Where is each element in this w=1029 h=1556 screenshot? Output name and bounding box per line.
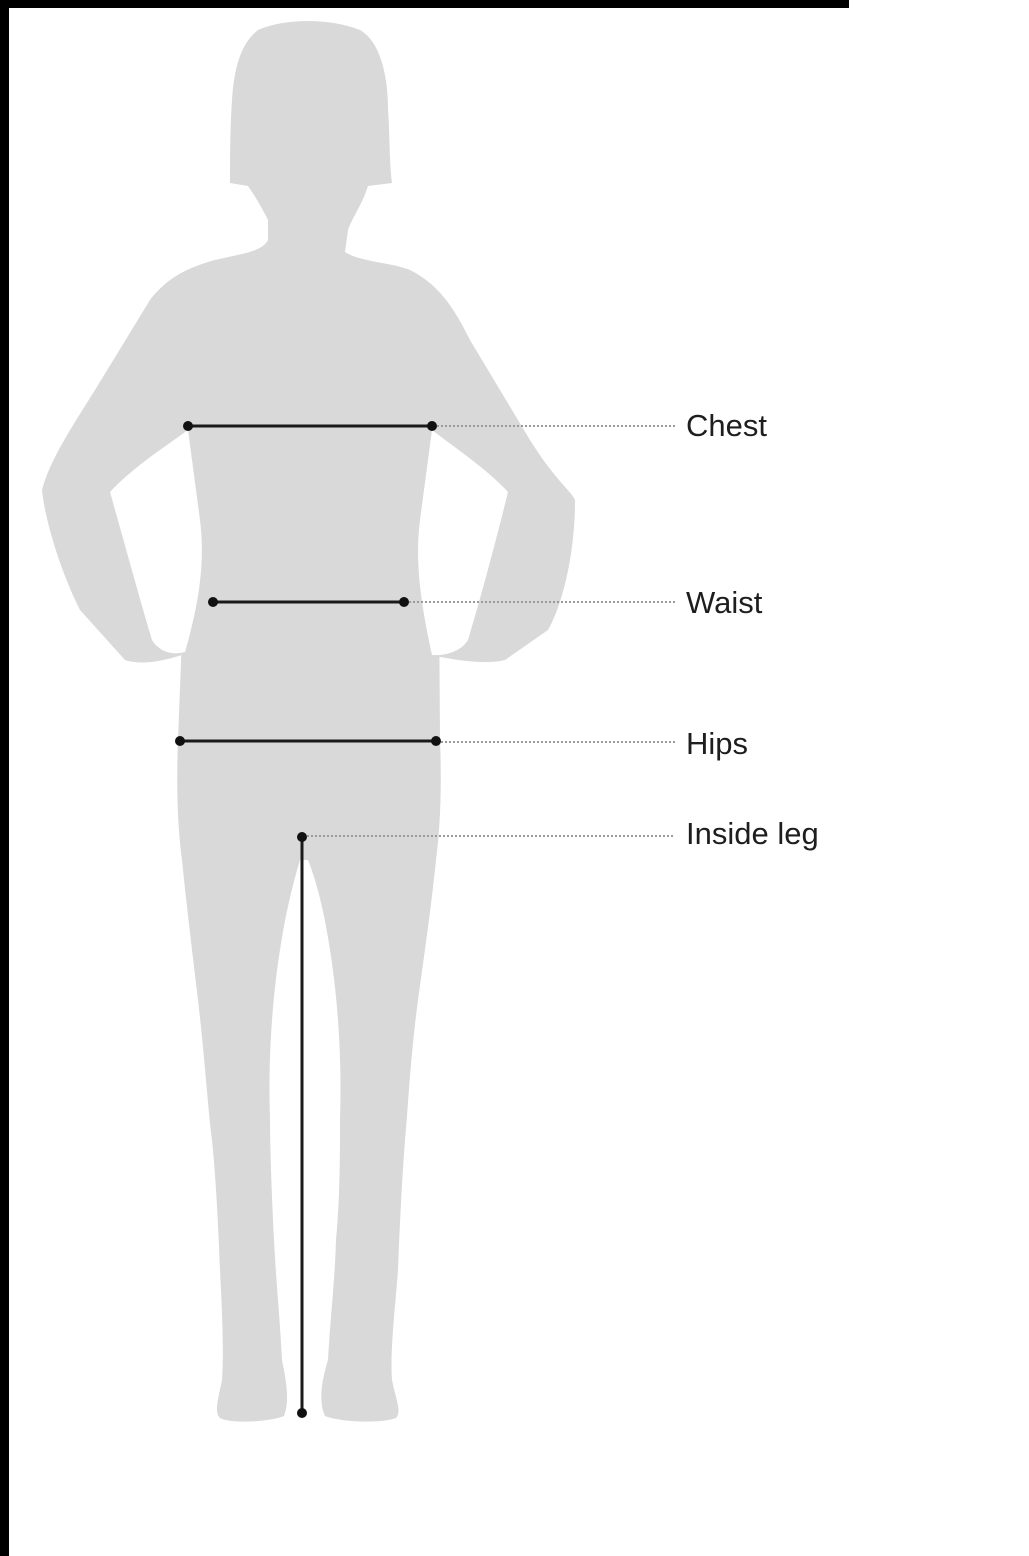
waist-right-dot [399,597,409,607]
hips-left-dot [175,736,185,746]
inside-leg-top-dot [297,832,307,842]
head-shape [42,21,575,1422]
chest-label: Chest [686,410,767,441]
inside-leg-label: Inside leg [686,818,819,849]
hips-label: Hips [686,728,748,759]
body-silhouette [42,21,575,1422]
hips-right-dot [431,736,441,746]
chest-right-dot [427,421,437,431]
waist-label: Waist [686,587,762,618]
inside-leg-bottom-dot [297,1408,307,1418]
waist-left-dot [208,597,218,607]
chest-left-dot [183,421,193,431]
